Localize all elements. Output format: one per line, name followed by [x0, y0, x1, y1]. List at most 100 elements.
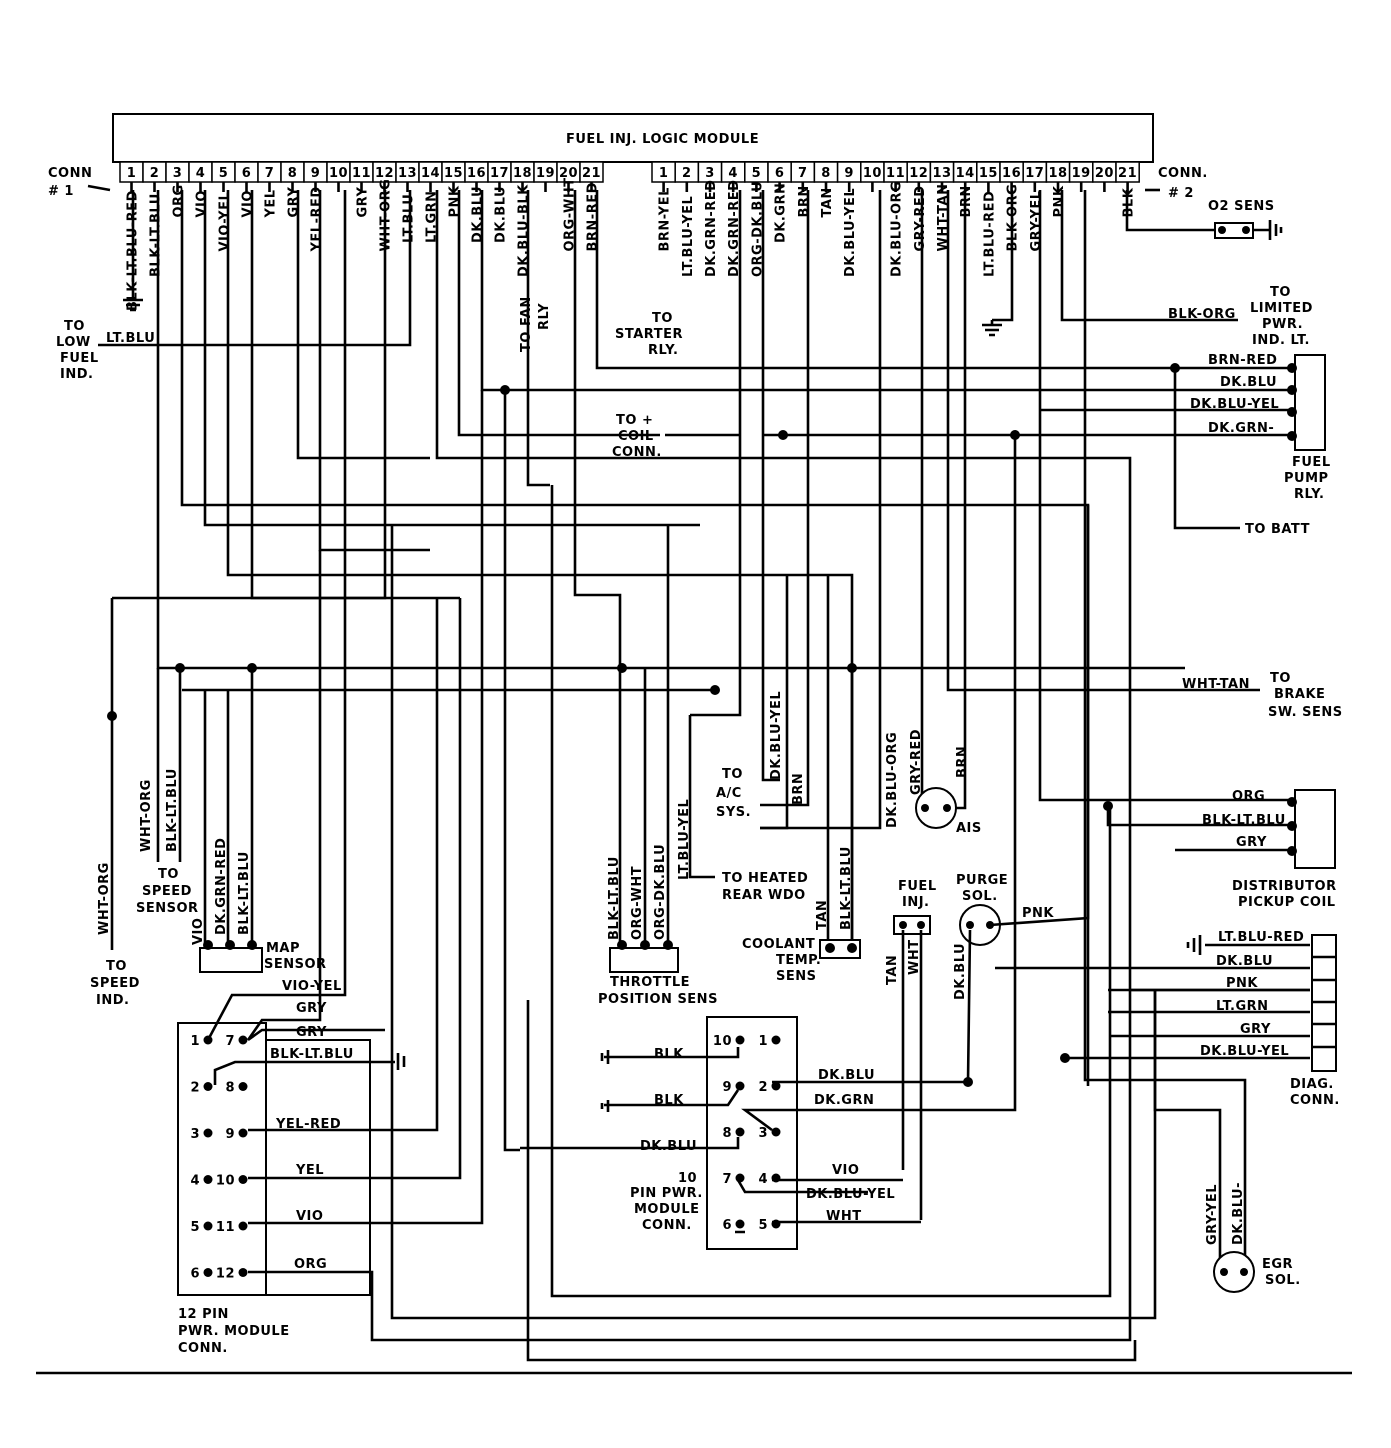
- svg-text:WHT-ORG: WHT-ORG: [97, 862, 112, 935]
- pin10-left-pin-number: 7: [722, 1172, 732, 1187]
- svg-text:CONN.: CONN.: [612, 445, 662, 460]
- svg-text:ORG-DK.BLU: ORG-DK.BLU: [653, 844, 668, 940]
- svg-text:DK.GRN-: DK.GRN-: [1208, 421, 1274, 436]
- svg-text:DK.BLU: DK.BLU: [818, 1068, 875, 1083]
- svg-text:DK.BLU-YEL: DK.BLU-YEL: [1200, 1044, 1289, 1059]
- pin12-left-pin-dot: [203, 1128, 213, 1138]
- wire-lt-blu-yel-715: [690, 190, 742, 717]
- conn2-pin-number: 6: [775, 166, 785, 181]
- conn2-pin-number: 9: [844, 166, 854, 181]
- o2-sensor: O2 SENS: [1208, 199, 1283, 240]
- svg-text:DK.BLU-YEL: DK.BLU-YEL: [806, 1187, 895, 1202]
- svg-text:VIO: VIO: [296, 1209, 323, 1224]
- conn1-label: CONN: [48, 166, 92, 181]
- svg-text:GRY-YEL: GRY-YEL: [1205, 1184, 1220, 1245]
- conn2-wire-label: DK.GRN-RED: [704, 180, 719, 277]
- conn2-pin-number: 14: [956, 166, 975, 181]
- battery-label: TO BATT: [1245, 522, 1309, 537]
- conn2-pin-number: 2: [682, 166, 692, 181]
- svg-text:IND. LT.: IND. LT.: [1252, 333, 1310, 348]
- svg-text:REAR WDO: REAR WDO: [722, 888, 806, 903]
- svg-text:VIO: VIO: [191, 918, 206, 945]
- conn2-wire-label: LT.BLU-RED: [982, 191, 997, 277]
- ground-symbols: [123, 190, 1002, 337]
- svg-text:DK.BLU-: DK.BLU-: [1231, 1182, 1246, 1245]
- conn2-pin-number: 15: [979, 166, 998, 181]
- svg-text:DK.GRN: DK.GRN: [814, 1093, 874, 1108]
- svg-text:ORG: ORG: [294, 1257, 327, 1272]
- svg-text:DIAG.: DIAG.: [1290, 1077, 1334, 1092]
- wire-wht-tan-690: [946, 190, 1260, 692]
- svg-text:BLK-LT.BLU: BLK-LT.BLU: [1202, 813, 1286, 828]
- svg-text:DK.GRN-RED: DK.GRN-RED: [214, 838, 229, 935]
- svg-text:SOL.: SOL.: [1265, 1273, 1301, 1288]
- wire-lt-blu-low-fuel: [98, 190, 412, 347]
- svg-text:BLK-LT.BLU: BLK-LT.BLU: [270, 1047, 354, 1062]
- svg-text:BLK: BLK: [654, 1047, 684, 1062]
- svg-text:FUEL: FUEL: [1292, 455, 1331, 470]
- svg-text:SOL.: SOL.: [962, 889, 998, 904]
- pin12-right-pin-dot: [238, 1082, 248, 1091]
- diagnostic-connector: LT.BLU-RED DK.BLU PNK LT.GRN GRY DK.BLU-…: [995, 930, 1339, 1108]
- svg-text:BRN: BRN: [955, 746, 970, 778]
- conn1-wire-label: YEL-RED: [310, 186, 325, 252]
- conn1-pin-number: 14: [421, 166, 440, 181]
- svg-text:10: 10: [678, 1171, 697, 1186]
- svg-text:IND.: IND.: [96, 993, 129, 1008]
- svg-text:GRY: GRY: [296, 1025, 327, 1040]
- svg-text:DK.BLU: DK.BLU: [1220, 375, 1277, 390]
- wire-dk-blu-relay: [480, 190, 1290, 392]
- coolant-temp-sensor: TAN BLK-LT.BLU COOLANT TEMP. SENS: [742, 575, 861, 984]
- conn2-wire-label: GRY-YEL: [1029, 190, 1044, 251]
- svg-text:WHT-TAN: WHT-TAN: [1182, 677, 1250, 692]
- pin12-left-pin-dot: [203, 1221, 213, 1231]
- svg-text:PNK: PNK: [1226, 976, 1258, 991]
- conn1-pin-number: 15: [444, 166, 463, 181]
- conn2-wire-label: BRN-YEL: [658, 187, 673, 251]
- svg-text:SW. SENS: SW. SENS: [1268, 705, 1343, 720]
- conn1-pin-number: 20: [559, 166, 578, 181]
- svg-text:PUMP: PUMP: [1284, 471, 1329, 486]
- pin12-left-pin-dot: [203, 1268, 213, 1277]
- pin12-left-pin-number: 1: [190, 1034, 200, 1049]
- svg-text:PICKUP COIL: PICKUP COIL: [1238, 895, 1336, 910]
- svg-text:DK.BLU-YEL: DK.BLU-YEL: [1190, 397, 1279, 412]
- conn2-wire-label: DK.GRN: [774, 183, 789, 243]
- throttle-position-sensor: BLK-LT.BLU ORG-WHT ORG-DK.BLU THROTTLE P…: [598, 525, 717, 1007]
- conn1-pin-number: 13: [398, 166, 417, 181]
- conn2-pin-number: 12: [909, 166, 928, 181]
- wire-brn-red: [595, 190, 1290, 370]
- conn1-pin-number: 1: [127, 166, 137, 181]
- svg-text:BLK-LT.BLU: BLK-LT.BLU: [165, 768, 180, 852]
- svg-text:MAP: MAP: [266, 941, 300, 956]
- conn2-pin-number: 19: [1072, 166, 1091, 181]
- conn1-wire-label: DK.BLU: [494, 186, 509, 243]
- wire-blk-lt-blu-dist: [1106, 805, 1290, 827]
- purge-solenoid: PURGE SOL. DK.BLU PNK: [953, 505, 1090, 1083]
- map-sensor: VIO DK.GRN-RED BLK-LT.BLU MAP SENSOR: [191, 668, 326, 973]
- svg-text:VIO-YEL: VIO-YEL: [282, 979, 342, 994]
- svg-text:CONN.: CONN.: [642, 1218, 692, 1233]
- svg-text:DK.BLU: DK.BLU: [953, 943, 968, 1000]
- svg-text:12 PIN: 12 PIN: [178, 1307, 229, 1322]
- pin10-right-pin-number: 5: [758, 1218, 768, 1233]
- svg-text:O2 SENS: O2 SENS: [1208, 199, 1275, 214]
- svg-text:TAN: TAN: [885, 955, 900, 985]
- pin10-right-pin-number: 1: [758, 1034, 768, 1049]
- speed-sensor: WHT-ORG BLK-LT.BLU TO SPEED SENSOR: [136, 668, 198, 916]
- conn1-pin-number: 11: [352, 166, 371, 181]
- conn2-wire-label: BRN: [797, 185, 812, 217]
- pin10-left-pin-number: 9: [722, 1080, 732, 1095]
- pin12-left-pin-dot: [203, 1082, 213, 1091]
- svg-text:TO: TO: [652, 311, 673, 326]
- conn1-wire-label: YEL: [264, 189, 279, 218]
- pin12-right-pin-dot: [238, 1268, 248, 1277]
- svg-text:BLK-ORG: BLK-ORG: [1168, 307, 1236, 322]
- svg-text:RLY.: RLY.: [1294, 487, 1324, 502]
